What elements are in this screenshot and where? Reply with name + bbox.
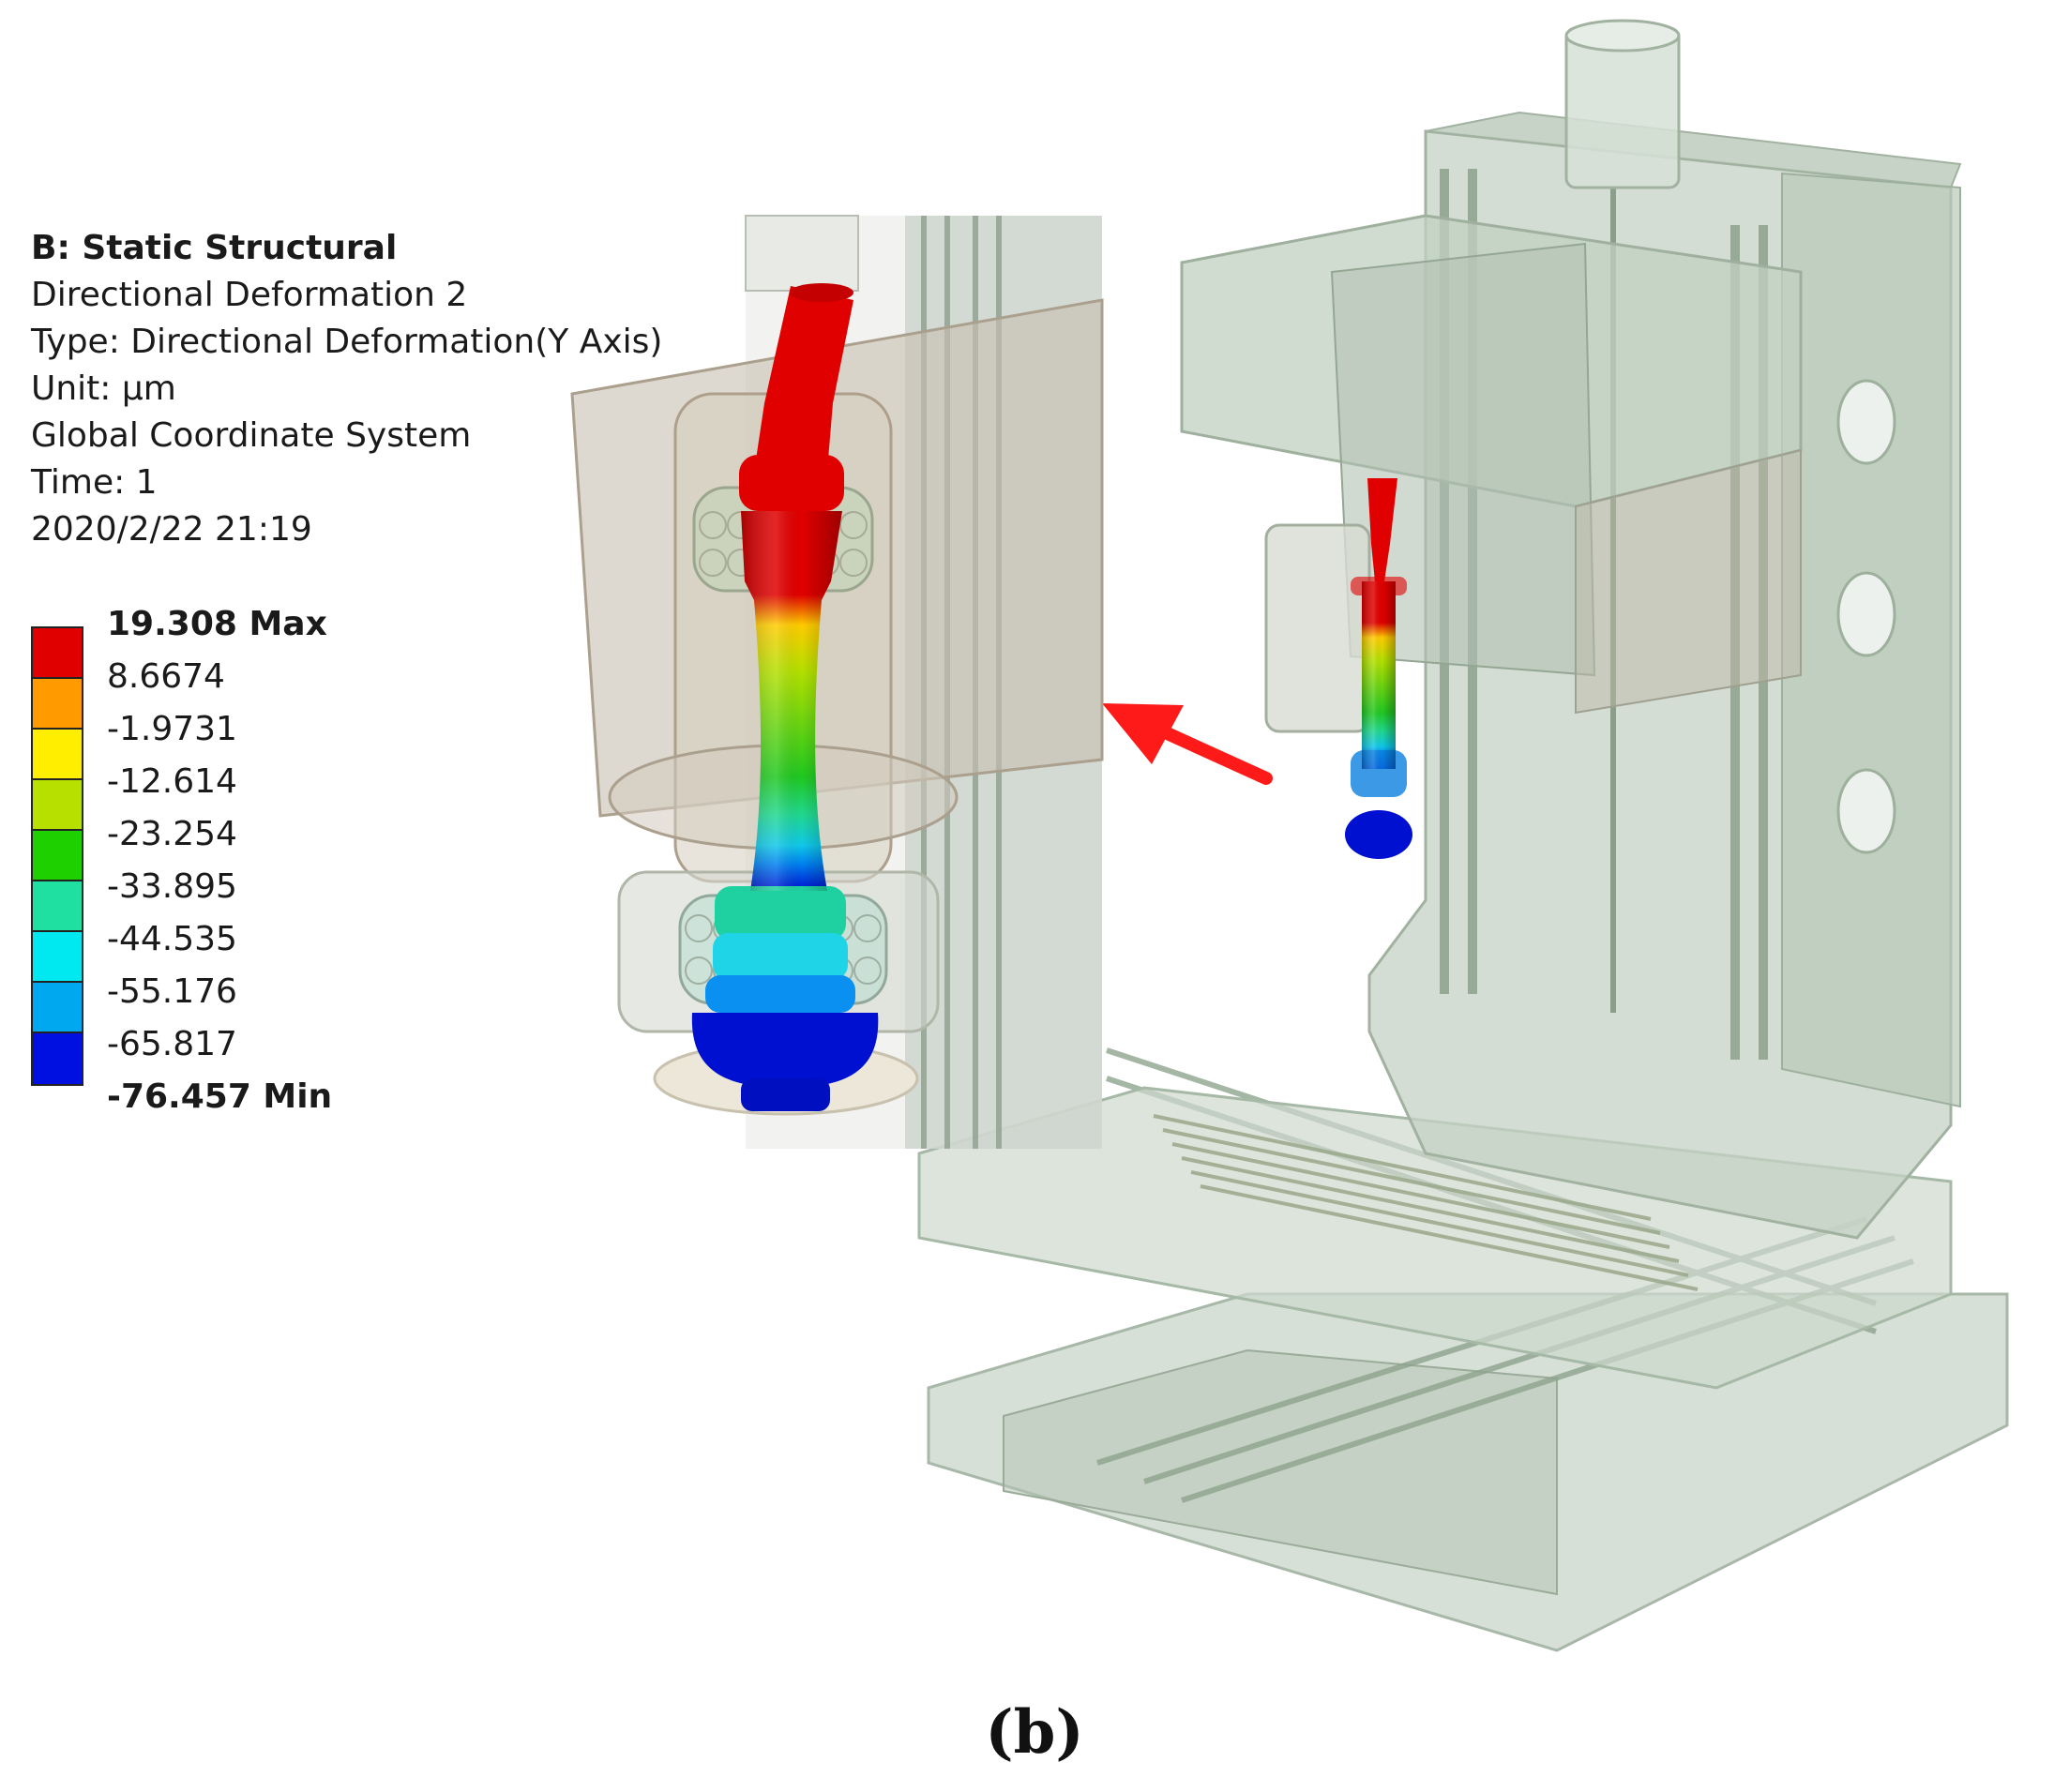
legend-color-band (33, 932, 82, 983)
column-hole (1836, 379, 1896, 465)
info-line: 2020/2/22 21:19 (31, 510, 312, 549)
info-line: Unit: µm (31, 369, 176, 408)
legend-max-label: 19.308 Max (107, 605, 327, 643)
legend-value: -23.254 (107, 815, 237, 853)
legend-color-band (33, 983, 82, 1033)
column-hole (1836, 571, 1896, 657)
analysis-title: B: Static Structural (31, 229, 398, 267)
callout-arrow (1102, 703, 1273, 785)
legend-value: -12.614 (107, 762, 237, 801)
info-line: Global Coordinate System (31, 416, 472, 455)
legend-color-band (33, 1033, 82, 1084)
legend-min-label: -76.457 Min (107, 1077, 333, 1116)
legend-value: -65.817 (107, 1025, 237, 1063)
legend-color-band (33, 881, 82, 932)
legend-value: -44.535 (107, 920, 237, 958)
legend-color-band (33, 679, 82, 730)
legend-value: -33.895 (107, 867, 237, 906)
figure-caption: (b) (985, 1697, 1084, 1768)
legend-value: 8.6674 (107, 657, 225, 696)
info-line: Time: 1 (31, 463, 158, 502)
legend-value: -1.9731 (107, 710, 237, 748)
info-line: Directional Deformation 2 (31, 276, 468, 314)
legend-color-band (33, 730, 82, 780)
legend-color-band (33, 628, 82, 679)
legend-color-band (33, 780, 82, 831)
screw-bundle (1153, 1114, 1699, 1291)
spindle-housing (1264, 523, 1371, 733)
zoom-inset (570, 215, 1104, 1149)
column-hole (1836, 768, 1896, 854)
machine-model (917, 19, 2009, 1652)
legend-color-band (33, 831, 82, 881)
result-info-block: B: Static Structural Directional Deforma… (31, 225, 662, 553)
spindle-shaft (691, 283, 879, 1111)
color-legend-bar (31, 626, 83, 1086)
legend-value: -55.176 (107, 972, 237, 1011)
info-line: Type: Directional Deformation(Y Axis) (31, 323, 663, 361)
spindle-thumbnail (1345, 478, 1412, 859)
